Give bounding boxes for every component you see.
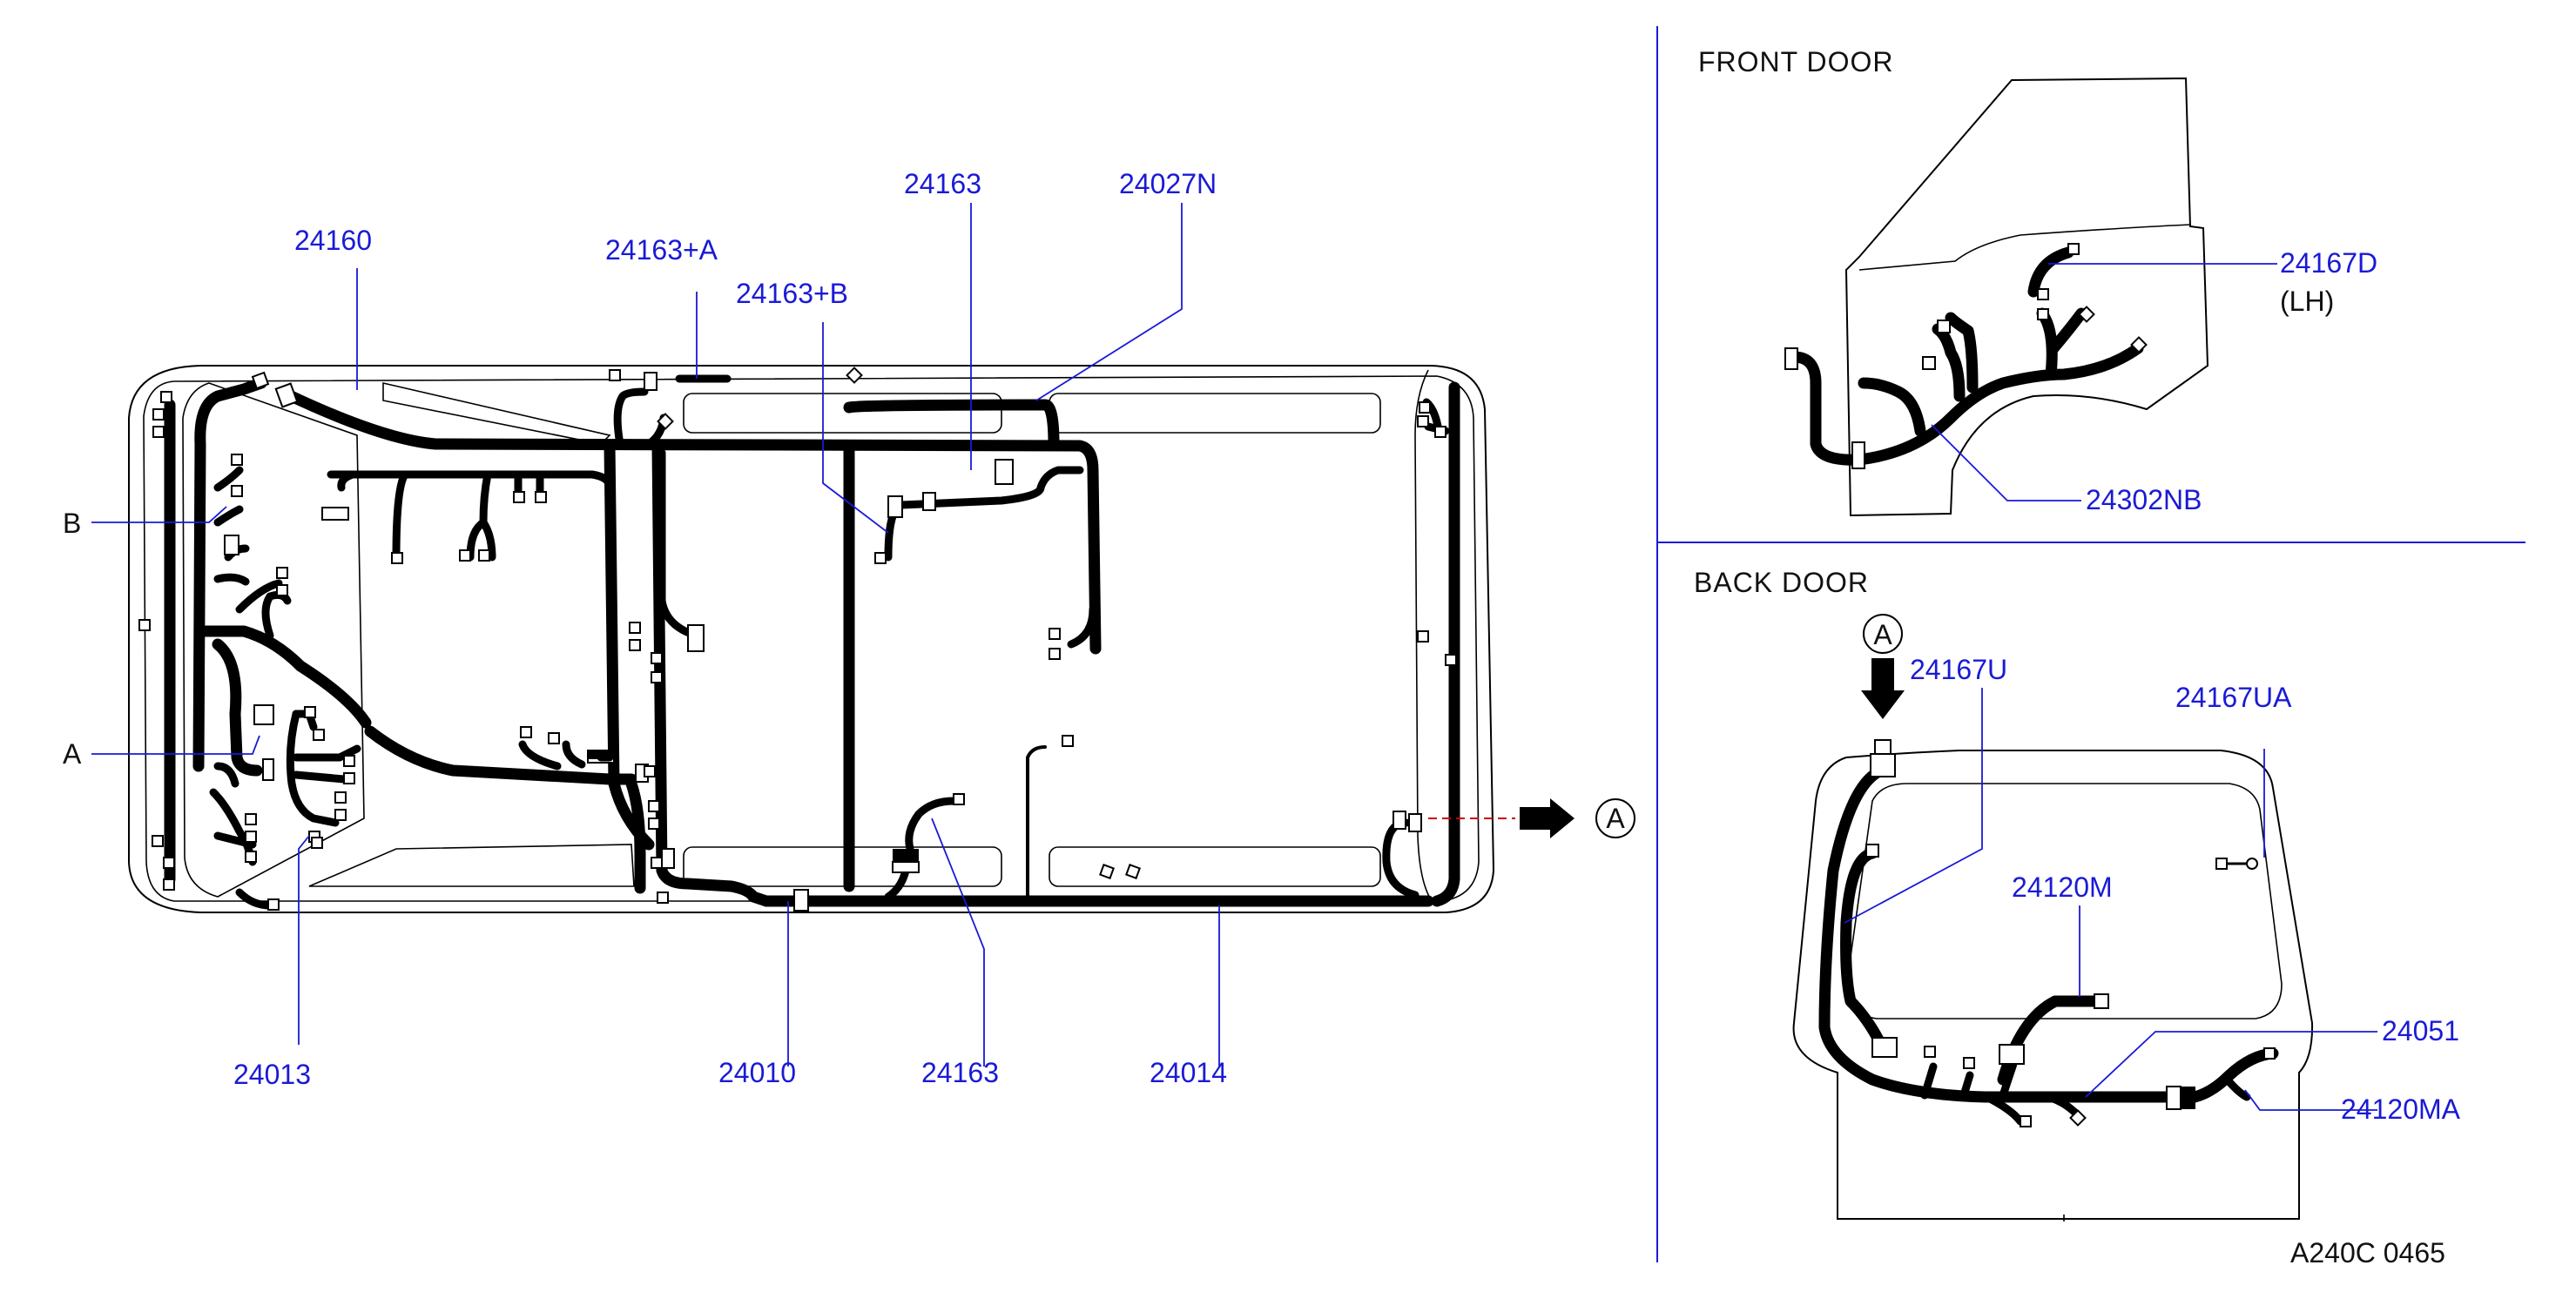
back-door-callout-a-text: A [1873,619,1892,650]
figure-reference: A240C 0465 [2290,1237,2445,1268]
part-label-24013: 24013 [233,1059,311,1090]
vehicle-body-outline [128,365,1495,913]
part-label-24302nb: 24302NB [2086,484,2202,515]
part-label-24010: 24010 [718,1057,796,1088]
part-label-24163-bottom: 24163 [921,1057,999,1088]
ref-label-a: A [63,738,82,770]
back-door-panel [1792,750,2314,1221]
front-door-title: FRONT DOOR [1698,46,1894,77]
front-door-leaders [1931,263,2277,501]
part-label-24051: 24051 [2382,1015,2459,1046]
back-door-leaders [1844,688,2377,1111]
back-door-callout-a: A [1861,614,1905,719]
front-door-panel [1844,77,2209,517]
main-leader-lines [91,203,1220,1067]
callout-a-circle [1595,798,1635,838]
part-label-24120ma: 24120MA [2341,1093,2461,1125]
part-label-24120m: 24120M [2012,871,2113,903]
callout-a-arrow: A [1428,798,1635,838]
side-label-lh: (LH) [2280,286,2334,317]
connector-block [893,849,919,861]
part-label-24163-top: 24163 [904,168,981,199]
ref-label-b: B [63,508,81,539]
main-harness-wires [164,374,1460,910]
part-label-24027n: 24027N [1119,168,1217,199]
part-label-24160: 24160 [294,225,372,256]
part-label-24163-a: 24163+A [605,234,718,266]
back-door-title: BACK DOOR [1694,567,1869,598]
part-label-24167ua: 24167UA [2175,682,2292,713]
back-door-harness [1818,739,2279,1127]
part-label-24167d: 24167D [2280,247,2377,279]
connector-block-2 [588,750,614,759]
part-label-24167u: 24167U [1910,654,2007,685]
part-label-24014: 24014 [1150,1057,1227,1088]
panel-dividers [1656,26,2525,1262]
callout-a-text: A [1606,803,1625,834]
front-door-harness [1784,243,2148,469]
part-label-24163-b: 24163+B [736,278,848,309]
